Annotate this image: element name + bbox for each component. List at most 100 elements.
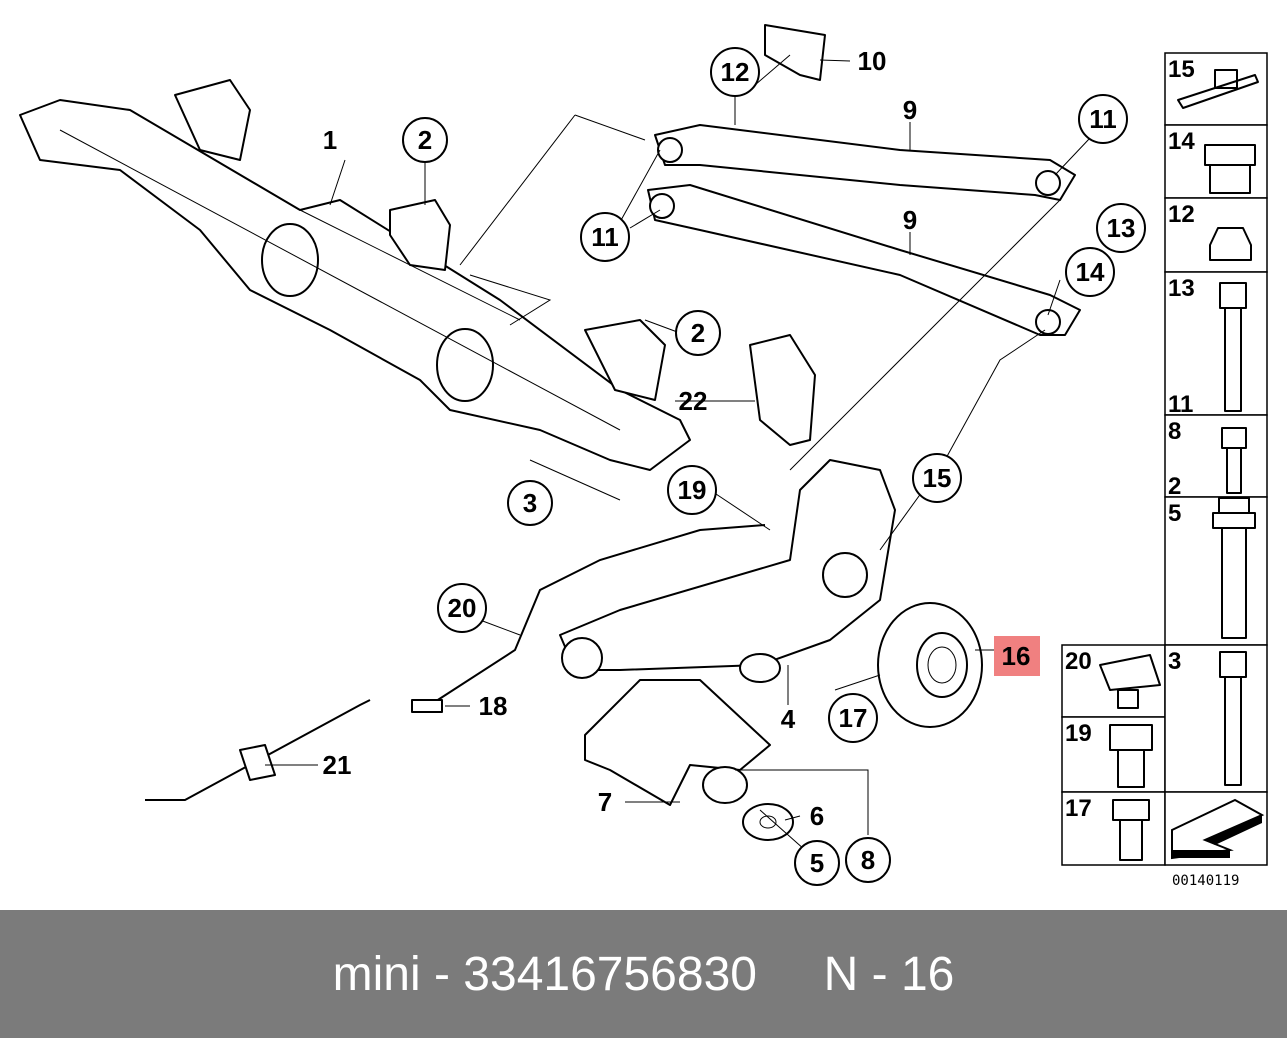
callout-circle — [580, 212, 630, 262]
leader-lines — [265, 54, 1091, 851]
callout-number: 17 — [839, 703, 868, 733]
callout-circle — [794, 840, 840, 886]
callout-number: 8 — [861, 845, 875, 875]
cell-label-5: 5 — [1168, 500, 1181, 527]
diagram-code: 00140119 — [1172, 873, 1239, 889]
highlight-box — [994, 636, 1040, 676]
arrow-shadow — [1172, 815, 1262, 858]
bolt-13-icon — [1219, 282, 1247, 412]
clip — [764, 24, 826, 81]
cell-label-14: 14 — [1168, 128, 1195, 155]
callout-circle — [912, 453, 962, 503]
callout-circle — [667, 465, 717, 515]
washer — [742, 803, 794, 841]
callout-21: 21 — [323, 750, 352, 780]
footer-bar: mini - 33416756830 N - 16 — [0, 910, 1287, 1038]
callout-13: 13 — [1096, 203, 1146, 253]
cell-label-2: 2 — [1168, 473, 1181, 500]
wheel-speed-sensor — [411, 699, 443, 713]
rear-subframe — [19, 79, 691, 471]
cell-label-11: 11 — [1168, 391, 1193, 418]
callout-number: 2 — [691, 318, 705, 348]
callout-6: 6 — [810, 801, 824, 831]
callout-8: 8 — [845, 837, 891, 883]
callout-2: 2 — [675, 310, 721, 356]
cell-label-20: 20 — [1065, 648, 1092, 675]
callout-10: 10 — [858, 46, 887, 76]
cell-label-13: 13 — [1168, 275, 1195, 302]
callout-number: 7 — [598, 787, 612, 817]
bracket-22 — [749, 334, 816, 446]
control-arm-lower — [647, 184, 1081, 336]
callout-11: 11 — [580, 212, 630, 262]
callout-circle — [1065, 247, 1115, 297]
callout-number: 11 — [591, 222, 619, 252]
cell-label-12: 12 — [1168, 201, 1195, 228]
callout-1: 1 — [323, 125, 337, 155]
callout-number: 19 — [678, 475, 707, 505]
cell-8-2 — [1164, 414, 1268, 498]
bolt-17-icon — [1112, 799, 1150, 861]
bolt-8-icon — [1221, 427, 1247, 494]
cell-label-8: 8 — [1168, 418, 1181, 445]
callout-number: 15 — [923, 463, 952, 493]
callout-number: 4 — [781, 704, 796, 734]
callout-number: 20 — [448, 593, 477, 623]
cell-label-17: 17 — [1065, 795, 1092, 822]
callout-number: 13 — [1107, 213, 1136, 243]
callout-number: 2 — [418, 125, 432, 155]
grommet-icon — [1204, 144, 1256, 194]
callout-16: 16 — [994, 636, 1040, 676]
callout-number: 10 — [858, 46, 887, 76]
callout-11: 11 — [1078, 94, 1128, 144]
callout-number: 14 — [1076, 257, 1105, 287]
callout-number: 16 — [1002, 641, 1031, 671]
callout-2: 2 — [402, 117, 448, 163]
mounting-plate — [584, 679, 771, 806]
callout-15: 15 — [912, 453, 962, 503]
callout-circle — [675, 310, 721, 356]
callout-12: 12 — [710, 47, 760, 97]
callout-circle — [437, 583, 487, 633]
trailing-arm — [559, 459, 896, 683]
callout-14: 14 — [1065, 247, 1115, 297]
wheel-hub — [877, 602, 983, 728]
callout-number: 21 — [323, 750, 352, 780]
callout-circle — [1096, 203, 1146, 253]
callout-circle — [507, 480, 553, 526]
callout-22: 22 — [679, 386, 708, 416]
clip-nut-icon — [1177, 69, 1259, 109]
footer-title: mini - 33416756830 N - 16 — [332, 947, 955, 1001]
callout-number: 5 — [810, 848, 824, 878]
connector-clip-icon — [1099, 654, 1161, 709]
bolt-5-icon — [1212, 497, 1256, 639]
callout-number: 3 — [523, 488, 537, 518]
callout-number: 9 — [903, 205, 917, 235]
callout-5: 5 — [794, 840, 840, 886]
callout-number: 9 — [903, 95, 917, 125]
cable-clip — [239, 744, 276, 781]
cell-label-19: 19 — [1065, 720, 1092, 747]
callout-7: 7 — [598, 787, 612, 817]
callout-4: 4 — [781, 704, 796, 734]
callout-9: 9 — [903, 95, 917, 125]
callout-number: 6 — [810, 801, 824, 831]
callout-number: 12 — [721, 57, 750, 87]
callout-circle — [1078, 94, 1128, 144]
callout-circle — [828, 693, 878, 743]
bolt-3-icon — [1219, 651, 1247, 786]
control-arm-upper — [654, 124, 1076, 201]
callout-17: 17 — [828, 693, 878, 743]
callout-circle — [402, 117, 448, 163]
cell-label-15: 15 — [1168, 56, 1195, 83]
callout-19: 19 — [667, 465, 717, 515]
callout-circle — [845, 837, 891, 883]
callout-circle — [710, 47, 760, 97]
callout-number: 1 — [323, 125, 337, 155]
bracket — [389, 199, 451, 271]
callout-number: 22 — [679, 386, 708, 416]
cell-label-3: 3 — [1168, 648, 1181, 675]
callout-20: 20 — [437, 583, 487, 633]
